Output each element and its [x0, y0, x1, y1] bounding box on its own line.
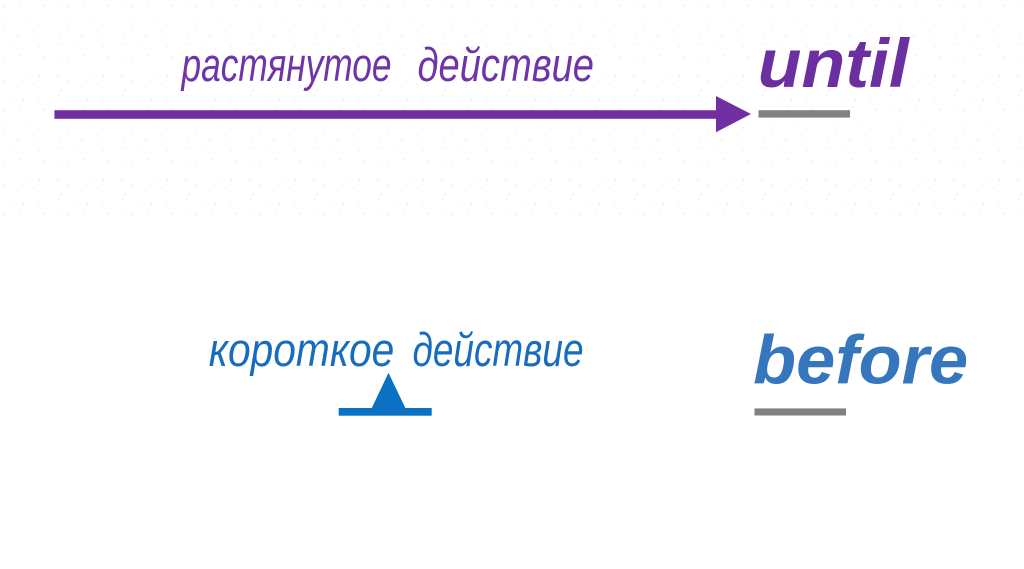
svg-text:until: until	[758, 25, 911, 102]
svg-text:before: before	[753, 321, 968, 398]
svg-text:действие: действие	[413, 323, 584, 376]
svg-text:растянутое: растянутое	[180, 38, 392, 91]
svg-text:действие: действие	[418, 38, 595, 91]
svg-text:короткое: короткое	[209, 323, 394, 376]
